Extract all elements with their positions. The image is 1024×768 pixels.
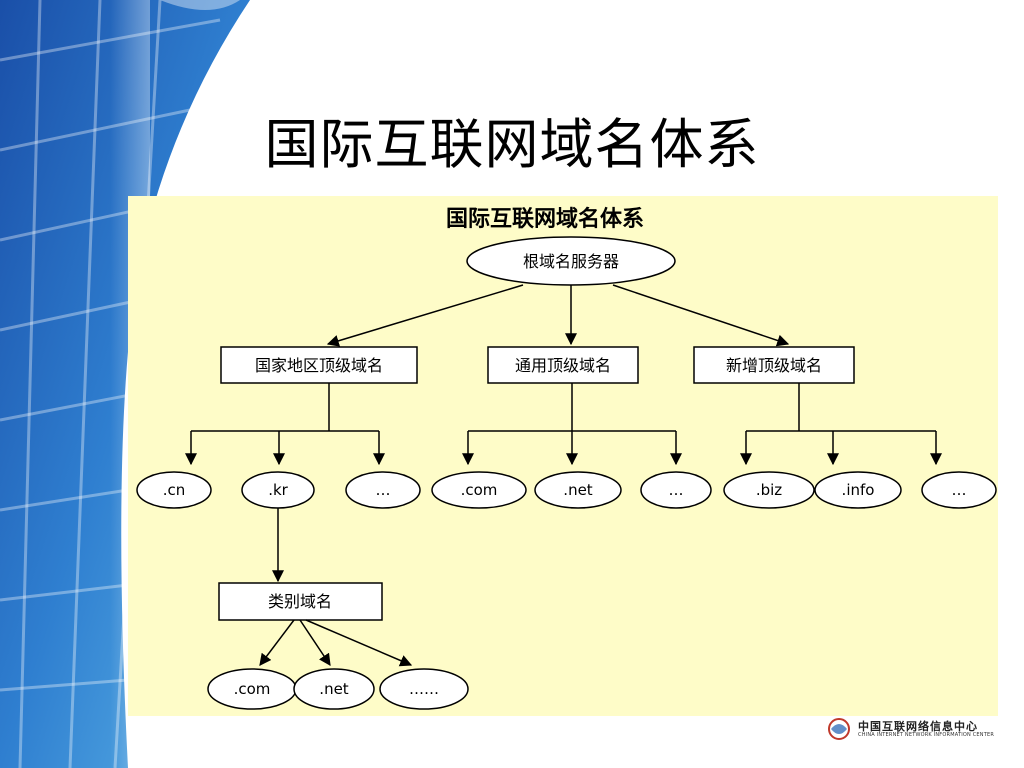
category-com-label: .com (234, 680, 271, 698)
level2-connectors (185, 383, 942, 466)
category-net-node: .net (293, 668, 375, 710)
root-server-node: 根域名服务器 (466, 236, 676, 286)
tld-kr-label: .kr (268, 481, 288, 499)
tld-kr-node: .kr (241, 471, 315, 509)
org-name-english: CHINA INTERNET NETWORK INFORMATION CENTE… (858, 732, 995, 738)
root-connectors (326, 284, 790, 347)
country-tld-node: 国家地区顶级域名 (220, 346, 418, 384)
category-more-node: …… (379, 668, 469, 710)
new-tld-label: 新增顶级域名 (726, 356, 822, 375)
country-tld-label: 国家地区顶级域名 (255, 356, 383, 375)
domain-hierarchy-diagram: 国际互联网域名体系 根域名服务器 国家地区顶级域名 通用顶级域名 新增顶级域名 (128, 196, 998, 716)
diagram-title: 国际互联网域名体系 (446, 206, 644, 232)
category-domain-label: 类别域名 (268, 592, 332, 611)
tld-info-node: .info (814, 471, 902, 509)
category-net-label: .net (319, 680, 349, 698)
cnnic-logo: 中国互联网络信息中心 CHINA INTERNET NETWORK INFORM… (826, 716, 1024, 742)
tld-generic-more-label: … (669, 481, 684, 499)
category-com-node: .com (207, 668, 297, 710)
generic-tld-label: 通用顶级域名 (515, 356, 611, 375)
generic-tld-node: 通用顶级域名 (487, 346, 639, 384)
tld-biz-label: .biz (756, 481, 782, 499)
cnnic-emblem-icon (828, 718, 850, 740)
org-name-chinese: 中国互联网络信息中心 (858, 720, 978, 733)
new-tld-node: 新增顶级域名 (693, 346, 855, 384)
tld-com-node: .com (431, 471, 527, 509)
diagram-canvas: 国际互联网域名体系 根域名服务器 国家地区顶级域名 通用顶级域名 新增顶级域名 (136, 206, 997, 710)
tld-country-more-label: … (376, 481, 391, 499)
tld-cn-node: .cn (136, 471, 212, 509)
tld-country-more-node: … (345, 471, 421, 509)
tld-com-label: .com (461, 481, 498, 499)
level3-connectors (259, 619, 413, 667)
category-more-label: …… (409, 680, 439, 698)
tld-net-label: .net (563, 481, 593, 499)
tld-generic-more-node: … (640, 471, 712, 509)
tld-new-more-label: … (952, 481, 967, 499)
tld-net-node: .net (534, 471, 622, 509)
root-server-label: 根域名服务器 (523, 252, 619, 271)
category-domain-node: 类别域名 (218, 582, 383, 621)
slide-title: 国际互联网域名体系 (264, 113, 760, 176)
tld-cn-label: .cn (163, 481, 186, 499)
tld-new-more-node: … (921, 471, 997, 509)
tld-biz-node: .biz (723, 471, 815, 509)
tld-info-label: .info (842, 481, 875, 499)
